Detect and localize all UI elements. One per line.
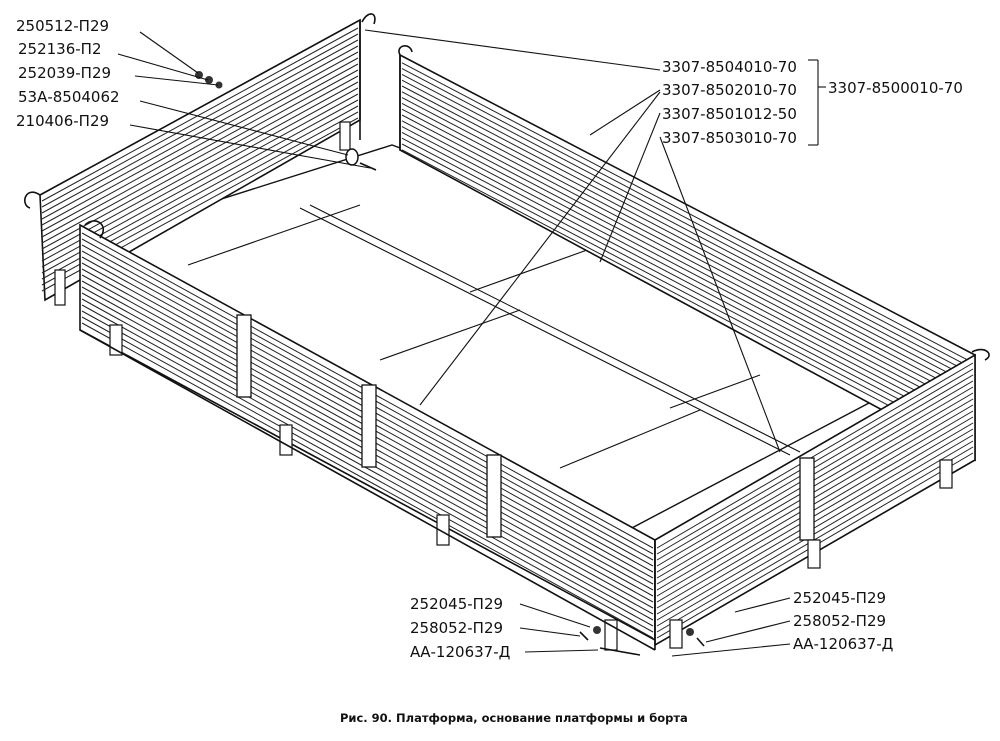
right-side-board xyxy=(398,45,990,462)
left-plank-line xyxy=(81,316,654,633)
rear-plank-line xyxy=(656,428,974,615)
left-side-board xyxy=(79,220,656,651)
right-plank-line xyxy=(401,143,974,445)
front-plank-line xyxy=(41,33,359,208)
front-plank-line xyxy=(41,57,359,232)
rear-plank-line xyxy=(656,392,974,579)
rear-plank-line xyxy=(656,362,974,549)
right-plank-line xyxy=(401,91,974,393)
front-plank-line xyxy=(41,69,359,244)
callout-tr-4: 3307-8503010-70 xyxy=(662,129,797,147)
right-plank-line xyxy=(401,85,974,387)
callout-tr-3: 3307-8501012-50 xyxy=(662,105,797,123)
callout-left-5: 210406-П29 xyxy=(16,112,109,130)
rear-plank-line xyxy=(656,410,974,597)
right-plank-line xyxy=(401,114,974,416)
right-plank-line xyxy=(401,79,974,381)
callouts-left: 250512-П29 252136-П2 252039-П29 53А-8504… xyxy=(16,17,120,130)
right-plank-line xyxy=(401,62,974,364)
front-plank-line xyxy=(41,27,359,202)
front-plank-line xyxy=(41,51,359,226)
callout-tr-2: 3307-8502010-70 xyxy=(662,81,797,99)
callout-tr-1: 3307-8504010-70 xyxy=(662,58,797,76)
left-plank-line xyxy=(81,322,654,639)
callout-left-3: 252039-П29 xyxy=(18,64,111,82)
right-plank-line xyxy=(401,73,974,375)
rear-plank-line xyxy=(656,404,974,591)
leader-lines xyxy=(117,29,826,657)
front-plank-line xyxy=(41,63,359,238)
callout-bl-1: 252045-П29 xyxy=(410,595,503,613)
right-plank-line xyxy=(401,68,974,370)
right-plank-line xyxy=(401,131,974,433)
callout-br-3: АА-120637-Д xyxy=(793,635,893,653)
right-plank-line xyxy=(401,126,974,428)
callout-bl-3: АА-120637-Д xyxy=(410,643,510,661)
callouts-bottom-left: 252045-П29 258052-П29 АА-120637-Д xyxy=(410,595,510,661)
figure-caption: Рис. 90. Платформа, основание платформы … xyxy=(340,711,688,725)
callout-br-2: 258052-П29 xyxy=(793,612,886,630)
rear-board xyxy=(654,353,976,650)
rear-plank-line xyxy=(656,440,974,627)
rear-plank-line xyxy=(656,374,974,561)
rear-plank-line xyxy=(656,368,974,555)
right-plank-line xyxy=(401,149,974,451)
callout-bl-2: 258052-П29 xyxy=(410,619,503,637)
callout-assembly: 3307-8500010-70 xyxy=(828,79,963,97)
callout-left-1: 250512-П29 xyxy=(16,17,109,35)
right-plank-line xyxy=(401,120,974,422)
rear-plank-line xyxy=(656,398,974,585)
left-plank-line xyxy=(81,310,654,627)
front-plank-line xyxy=(41,39,359,214)
callout-br-1: 252045-П29 xyxy=(793,589,886,607)
callouts-top-right: 3307-8504010-70 3307-8502010-70 3307-850… xyxy=(662,58,963,147)
rear-plank-line xyxy=(656,434,974,621)
right-plank-line xyxy=(401,97,974,399)
rear-plank-line xyxy=(656,386,974,573)
rear-plank-line xyxy=(656,416,974,603)
callouts-bottom-right: 252045-П29 258052-П29 АА-120637-Д xyxy=(793,589,893,653)
front-plank-line xyxy=(41,81,359,256)
right-plank-line xyxy=(401,102,974,404)
callout-left-4: 53А-8504062 xyxy=(18,88,120,106)
rear-plank-line xyxy=(656,422,974,609)
rear-plank-line xyxy=(656,380,974,567)
callout-left-2: 252136-П2 xyxy=(18,40,102,58)
right-plank-line xyxy=(401,137,974,439)
hardware-parts xyxy=(195,71,705,656)
front-board xyxy=(24,13,376,306)
right-plank-line xyxy=(401,108,974,410)
front-plank-line xyxy=(41,45,359,220)
